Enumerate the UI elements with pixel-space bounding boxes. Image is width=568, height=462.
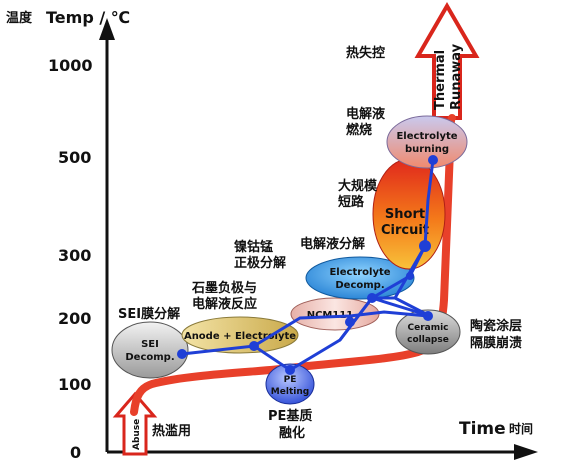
y-tick-1000: 1000 [48,56,93,75]
short-label-cn-1: 大规模 [338,178,378,194]
pe-line1: PE [284,375,297,385]
chain-nodes [177,155,438,375]
ncm-label-cn-1: 镍钴锰 [234,239,273,255]
short-line1: Short [385,207,425,222]
abuse-label: Abuse [132,419,142,450]
y-axis-label-cn: 温度 [6,10,33,26]
short-label-cn-2: 短路 [338,194,365,210]
y-tick-200: 200 [58,309,91,328]
short-line2: Circuit [381,223,429,238]
y-axis-label: Temp / ℃ [46,8,130,27]
runaway-line2: Runaway [449,43,464,110]
pe-melting-bubble: PE Melting [265,363,315,405]
sei-line2: Decomp. [125,352,174,363]
ceramic-label-cn-2: 隔膜崩溃 [470,335,522,351]
anode-label-cn-1: 石墨负极与 [191,280,257,296]
ed-line1: Electrolyte [329,267,390,278]
burning-label-cn-1: 电解液 [346,106,385,122]
x-axis-label-cn: 时间 [509,421,533,436]
ceramic-collapse-bubble: Ceramic collapse [395,309,461,355]
sei-decomp-bubble: SEI Decomp. [111,321,189,379]
y-axis [99,18,115,452]
runaway-line1: Thermal [433,50,448,110]
ed-label-cn: 电解液分解 [300,236,365,252]
ceramic-line2: collapse [407,335,449,345]
abuse-arrow: Abuse [112,391,158,456]
anode-label-cn-2: 电解液反应 [192,296,257,312]
sei-label-cn: SEI膜分解 [118,306,180,322]
pe-line2: Melting [271,387,309,397]
burn-line2: burning [405,144,449,155]
abuse-label-cn: 热滥用 [152,423,191,439]
electrolyte-burning-bubble: Electrolyte burning [386,115,468,169]
y-tick-0: 0 [70,443,81,462]
pe-label-cn-2: 融化 [279,425,305,441]
x-axis-label: Time [459,419,506,439]
ed-line2: Decomp. [335,280,384,291]
y-tick-300: 300 [58,246,91,265]
y-tick-100: 100 [58,375,91,394]
short-circuit-bubble: Short Circuit [372,158,446,270]
x-axis [107,444,538,460]
burn-line1: Electrolyte [396,131,457,142]
ceramic-label-cn-1: 陶瓷涂层 [470,318,522,334]
thermal-runaway-arrow: Thermal Runaway [414,2,480,120]
y-tick-500: 500 [58,148,91,167]
ncm-label-cn-2: 正极分解 [234,255,286,271]
ceramic-line1: Ceramic [407,323,448,333]
pe-label-cn-1: PE基质 [268,408,312,424]
sei-line1: SEI [141,339,159,350]
anode-electrolyte-bubble: Anode + Electrolyte [181,316,299,354]
anode-label: Anode + Electrolyte [184,331,296,342]
burning-label-cn-2: 燃烧 [346,122,372,138]
runaway-label-cn: 热失控 [346,45,385,61]
